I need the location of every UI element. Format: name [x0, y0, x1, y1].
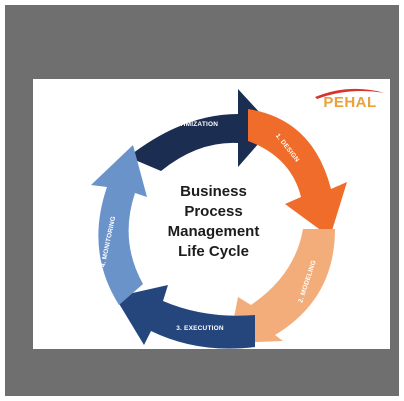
stage-label-optimization: 5. OPTIMIZATION: [162, 121, 218, 128]
diagram-card: 5. OPTIMIZATION 1. DESIGN 2. MODELING 3.…: [33, 79, 390, 349]
title-line-3: Management: [167, 223, 260, 240]
life-cycle-diagram: 5. OPTIMIZATION 1. DESIGN 2. MODELING 3.…: [91, 89, 347, 349]
stage-arrow-design: [248, 109, 347, 237]
logo-text: PEHAL: [323, 94, 376, 111]
stage-arrow-modeling: [229, 229, 335, 343]
stage-arrow-optimization: [128, 89, 273, 171]
title-line-4: Life Cycle: [178, 243, 249, 260]
diagram-title: Business Process Management Life Cycle: [151, 182, 276, 262]
logo-swoosh-icon: [315, 88, 385, 99]
company-logo: PEHAL: [315, 88, 385, 111]
stage-label-execution: 3. EXECUTION: [176, 325, 224, 332]
title-line-2: Process: [184, 203, 243, 220]
stage-arrow-execution: [115, 285, 255, 349]
stage-arrow-monitoring: [91, 145, 147, 305]
image-frame: 5. OPTIMIZATION 1. DESIGN 2. MODELING 3.…: [5, 5, 399, 396]
title-line-1: Business: [180, 183, 247, 200]
